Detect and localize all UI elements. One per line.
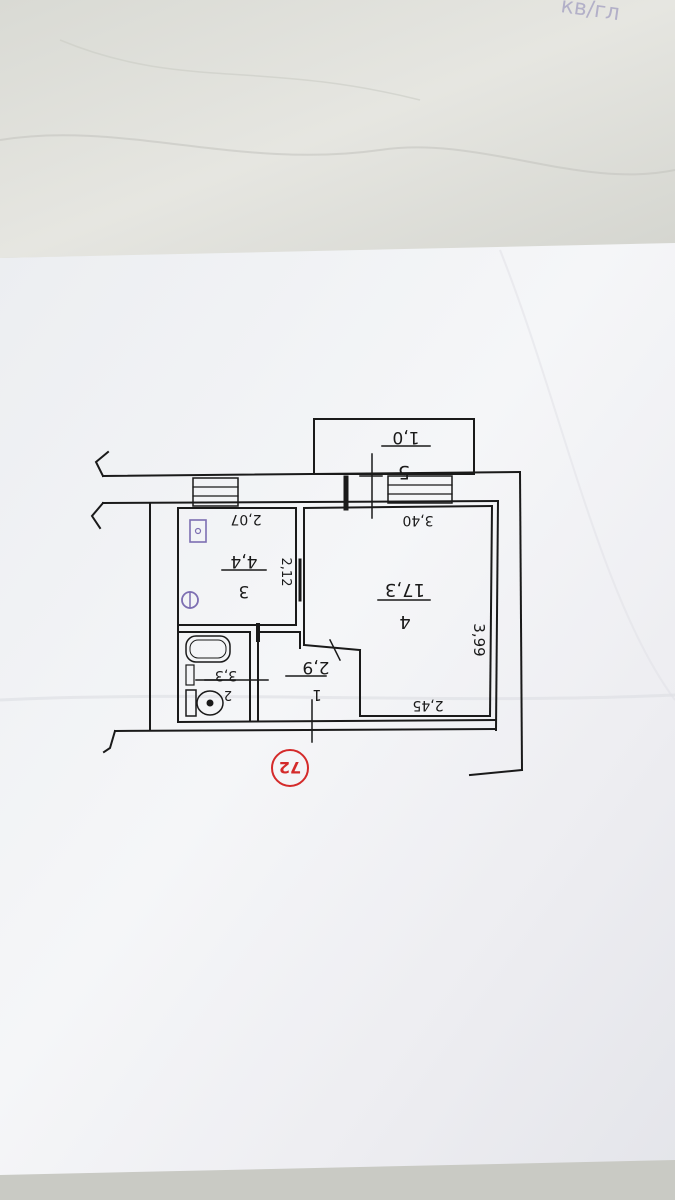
paper-crease [0, 134, 675, 176]
living-wall-right [488, 504, 494, 718]
sink-icon [185, 664, 195, 686]
room-width-top-label: 3,40 [402, 512, 433, 528]
room-2-area: 3,3 [215, 667, 237, 683]
toilet-tank-icon [185, 689, 197, 717]
living-wall-top [302, 504, 494, 510]
room-4-area: 17,3 [385, 579, 425, 600]
stamp-number: 72 [279, 758, 301, 777]
main-paper-sheet [0, 243, 675, 1175]
room-width-bottom-label: 2,45 [412, 697, 443, 713]
outer-wall-top-inner [101, 499, 500, 505]
room-1-number: 1 [312, 686, 322, 704]
outer-wall-right [518, 470, 524, 772]
room-5-number: 5 [398, 461, 410, 483]
room-2-number: 2 [224, 687, 232, 702]
break-mark-right [468, 768, 524, 777]
room-3-area: 4,4 [230, 551, 257, 571]
paper-crease [59, 39, 421, 101]
floor-plan [90, 418, 524, 777]
room-5-area: 1,0 [392, 427, 419, 447]
room-length-label: 3,99 [470, 623, 488, 656]
bathtub-icon [185, 635, 231, 663]
top-paper-sheet [0, 0, 675, 258]
kitchen-length-label: 2,12 [278, 558, 293, 587]
break-mark-left-top2 [90, 501, 105, 530]
paper-fold [499, 249, 675, 701]
sink-cabinet-icon [189, 519, 207, 543]
break-mark-left-top [94, 450, 110, 478]
break-mark-left-bottom [102, 729, 117, 754]
room-1-area: 2,9 [302, 657, 329, 677]
stamp-circle [271, 749, 309, 787]
paper-fold [0, 693, 675, 702]
room-4-number: 4 [399, 611, 410, 632]
kitchen-width-label: 2,07 [230, 511, 261, 527]
outer-wall-top [101, 470, 522, 478]
kitchen-window [192, 477, 239, 507]
outer-wall-bottom-inner [176, 718, 498, 724]
room-3-number: 3 [239, 581, 250, 601]
living-window [387, 475, 453, 504]
outer-wall-right-inner [494, 499, 500, 732]
outer-wall-bottom [113, 727, 498, 733]
toilet-bowl-icon [196, 690, 224, 716]
inventory-stamp: 72 [271, 749, 309, 787]
